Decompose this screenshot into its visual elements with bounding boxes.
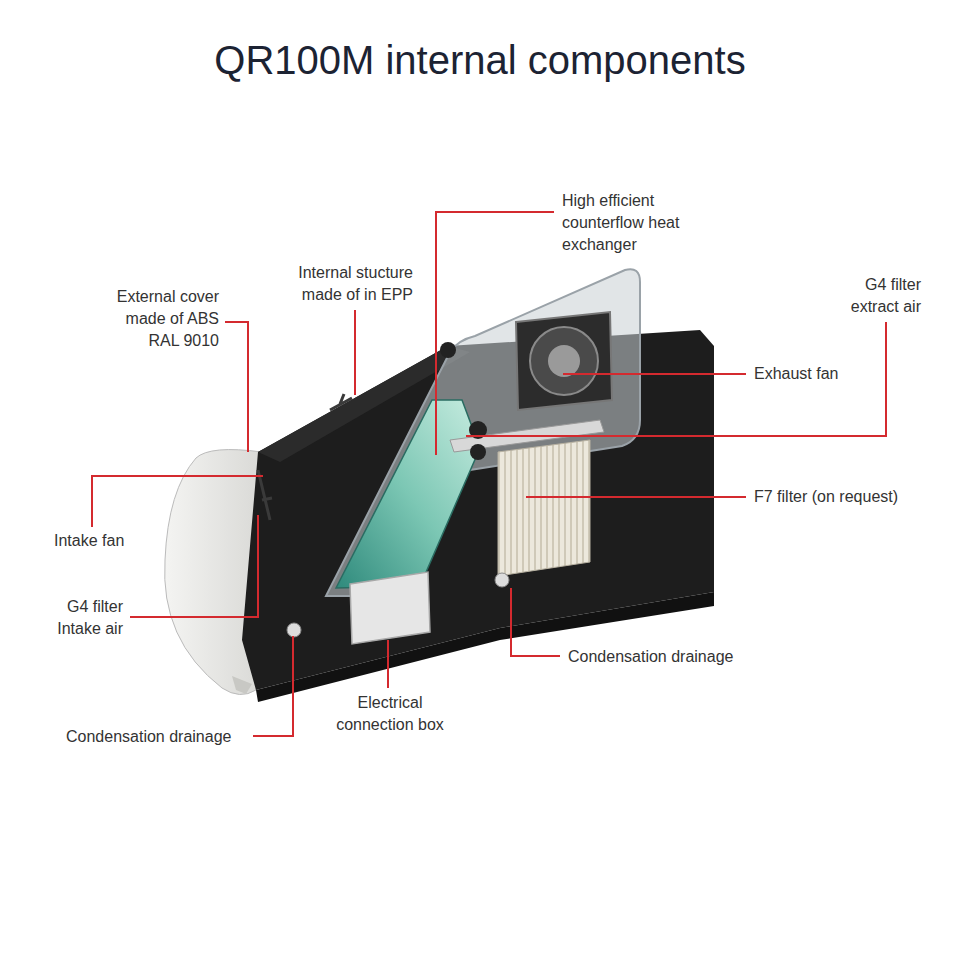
part-label: Condensation drainage — [568, 646, 733, 668]
part-label: G4 filter Intake air — [43, 596, 123, 640]
part-label: External cover made of ABS RAL 9010 — [99, 286, 219, 352]
lid-screw — [440, 342, 456, 358]
exhaust-fan-ring — [530, 327, 598, 395]
leader-lines — [92, 212, 886, 736]
part-label: High efficient counterflow heat exchange… — [562, 190, 702, 256]
leader-line — [130, 515, 258, 617]
leader-line — [563, 373, 746, 375]
epp-bottom-edge — [256, 592, 714, 702]
part-label: Electrical connection box — [325, 692, 455, 736]
part-label: Internal stucture made of in EPP — [273, 262, 413, 306]
cover-lip — [232, 676, 252, 694]
epp-relief — [330, 394, 352, 410]
leader-line — [92, 476, 263, 527]
heat-exchanger — [336, 400, 480, 588]
part-label: Condensation drainage — [66, 726, 231, 748]
leader-line — [511, 588, 560, 656]
drain-fitting — [287, 623, 301, 637]
epp-relief — [258, 470, 272, 520]
drain-fitting — [495, 573, 509, 587]
f7-filter — [498, 440, 590, 576]
leader-line — [436, 212, 554, 455]
exhaust-fan-frame — [516, 312, 612, 410]
leader-line — [387, 640, 389, 688]
leader-line — [466, 322, 886, 436]
part-label: Intake fan — [54, 530, 124, 552]
part-label: Exhaust fan — [754, 363, 839, 385]
part-label: F7 filter (on request) — [754, 486, 898, 508]
leader-line — [253, 636, 293, 736]
leader-line — [354, 310, 356, 395]
electrical-box — [350, 572, 430, 644]
leader-line — [225, 322, 248, 452]
part-label: G4 filter extract air — [831, 274, 921, 318]
lid-screw — [470, 444, 486, 460]
diagram-title: QR100M internal components — [0, 36, 960, 84]
transparent-lid — [326, 269, 640, 596]
exhaust-fan-hub — [548, 345, 580, 377]
leader-line — [526, 496, 746, 498]
